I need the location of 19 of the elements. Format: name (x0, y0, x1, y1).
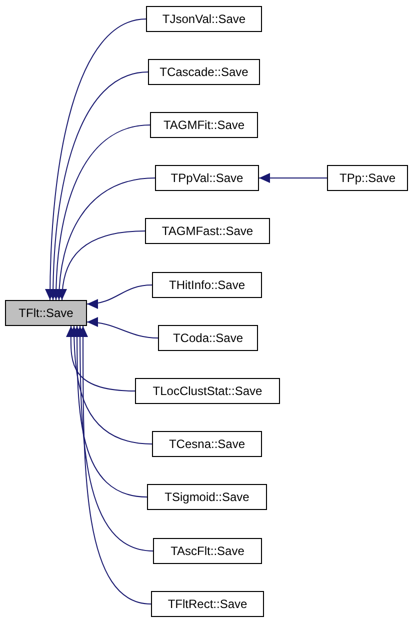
function-box: TCesna::Save (152, 431, 262, 457)
function-box: TPp::Save (327, 165, 408, 191)
arrow (86, 318, 158, 338)
function-box: TLocClustStat::Save (135, 378, 280, 404)
function-box: TSigmoid::Save (147, 484, 267, 510)
function-box: TCoda::Save (158, 325, 258, 351)
function-box: TFltRect::Save (151, 591, 264, 617)
arrow (45, 18, 146, 300)
function-box: TAscFlt::Save (153, 538, 262, 564)
arrow (86, 284, 152, 308)
function-box: TPpVal::Save (155, 165, 259, 191)
function-box: TJsonVal::Save (146, 6, 262, 32)
arrow (66, 326, 136, 392)
function-box: TCascade::Save (148, 59, 260, 85)
function-box: TAGMFit::Save (150, 112, 258, 138)
function-box: TFlt::Save (5, 300, 87, 326)
arrow (258, 173, 328, 183)
function-box: THitInfo::Save (152, 272, 262, 298)
function-box: TAGMFast::Save (145, 218, 270, 244)
